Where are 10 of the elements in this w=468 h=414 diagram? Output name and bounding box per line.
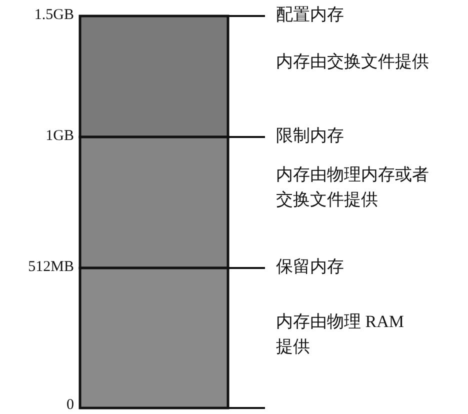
axis-value: 1.5GB (34, 6, 74, 25)
region-description: 内存由物理内存或者交换文件提供 (276, 164, 430, 211)
axis-value: 1GB (46, 127, 74, 146)
region-description: 内存由物理 RAM提供 (276, 311, 405, 358)
memory-level-label: 配置内存 (276, 4, 344, 26)
memory-level-label: 保留内存 (276, 256, 344, 278)
memory-level-label: 限制内存 (276, 125, 344, 147)
region-description: 内存由交换文件提供 (276, 51, 430, 73)
axis-value: 512MB (28, 258, 74, 277)
axis-value: 0 (66, 396, 74, 414)
